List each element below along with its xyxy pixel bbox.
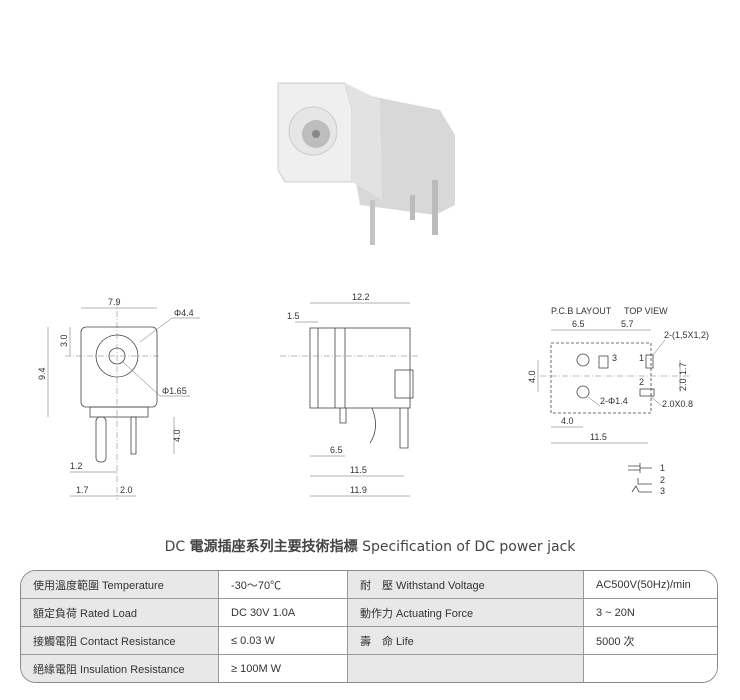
title-chinese: 電源插座系列主要技術指標 [189, 539, 358, 555]
spec-label: 使用溫度範圍 Temperature [21, 571, 219, 599]
dimension-label: 1.7 [76, 485, 89, 495]
product-photo [277, 82, 455, 245]
dimension-label: 1 [639, 353, 644, 363]
side-view-drawing: 12.2 1.5 6.5 11.5 11.9 [280, 292, 420, 497]
dimension-label: 4.0 [527, 370, 537, 383]
dimension-label: Φ4.4 [174, 308, 194, 318]
dimension-label: 2-(1,5X1,2) [664, 330, 709, 340]
dimension-label: 9.4 [37, 367, 47, 380]
dimension-label: 1.7 [678, 362, 688, 375]
spec-label: 接觸電阻 Contact Resistance [21, 627, 219, 655]
title-prefix: DC [164, 539, 190, 555]
spec-label: 絕緣電阻 Insulation Resistance [21, 655, 219, 682]
dimension-label: 6.5 [572, 319, 585, 329]
pcb-layout-drawing: P.C.B LAYOUT TOP VIEW 3 1 2 6.5 5.7 2-(1… [527, 306, 709, 444]
dimension-label: 11.5 [350, 465, 367, 475]
dimension-label: Φ1.65 [162, 386, 187, 396]
spec-value: AC500V(50Hz)/min [584, 571, 717, 599]
spec-label [348, 655, 584, 682]
spec-label: 壽 命 Life [348, 627, 584, 655]
dimension-label: 12.2 [352, 292, 370, 302]
spec-label: 動作力 Actuating Force [348, 599, 584, 627]
spec-title: DC 電源插座系列主要技術指標 Specification of DC powe… [0, 536, 740, 556]
dimension-label: 7.9 [108, 297, 121, 307]
dimension-label: 2 [660, 475, 665, 485]
pin-schematic: 1 2 3 [628, 463, 665, 496]
drawings: 7.9 Φ4.4 Φ1.65 3.0 9.4 4.0 1.2 1.7 2.0 [37, 82, 709, 500]
title-english: Specification of DC power jack [357, 539, 576, 555]
spec-value [584, 655, 717, 682]
spec-value: -30～70℃ [219, 571, 348, 599]
dimension-label: 5.7 [621, 319, 634, 329]
spec-value: ≤ 0.03 W [219, 627, 348, 655]
dimension-label: 1 [660, 463, 665, 473]
dimension-label: 3 [612, 353, 617, 363]
dimension-label: TOP VIEW [624, 306, 668, 316]
spec-value: 5000 次 [584, 627, 717, 655]
dimension-label: 6.5 [330, 445, 343, 455]
spec-value: DC 30V 1.0A [219, 599, 348, 627]
spec-value: 3 ~ 20N [584, 599, 717, 627]
front-view-drawing: 7.9 Φ4.4 Φ1.65 3.0 9.4 4.0 1.2 1.7 2.0 [37, 297, 200, 500]
dimension-label: 11.9 [350, 485, 367, 495]
dimension-label: 4.0 [172, 429, 182, 442]
dimension-label: 2-Φ1.4 [600, 396, 628, 406]
dimension-label: 2 [639, 377, 644, 387]
dimension-label: 2.0 [678, 378, 688, 391]
table-row: 絕緣電阻 Insulation Resistance≥ 100M W [21, 655, 717, 682]
dimension-label: 1.5 [287, 311, 300, 321]
dimension-label: 3.0 [59, 334, 69, 347]
dimension-label: 2.0X0.8 [662, 399, 693, 409]
spec-label: 額定負荷 Rated Load [21, 599, 219, 627]
dimension-label: 4.0 [561, 416, 574, 426]
spec-value: ≥ 100M W [219, 655, 348, 682]
spec-label: 耐 壓 Withstand Voltage [348, 571, 584, 599]
dimension-label: 3 [660, 486, 665, 496]
dimension-label: P.C.B LAYOUT [551, 306, 612, 316]
dimension-label: 11.5 [590, 432, 607, 442]
dimension-label: 1.2 [70, 461, 83, 471]
dimension-label: 2.0 [120, 485, 133, 495]
